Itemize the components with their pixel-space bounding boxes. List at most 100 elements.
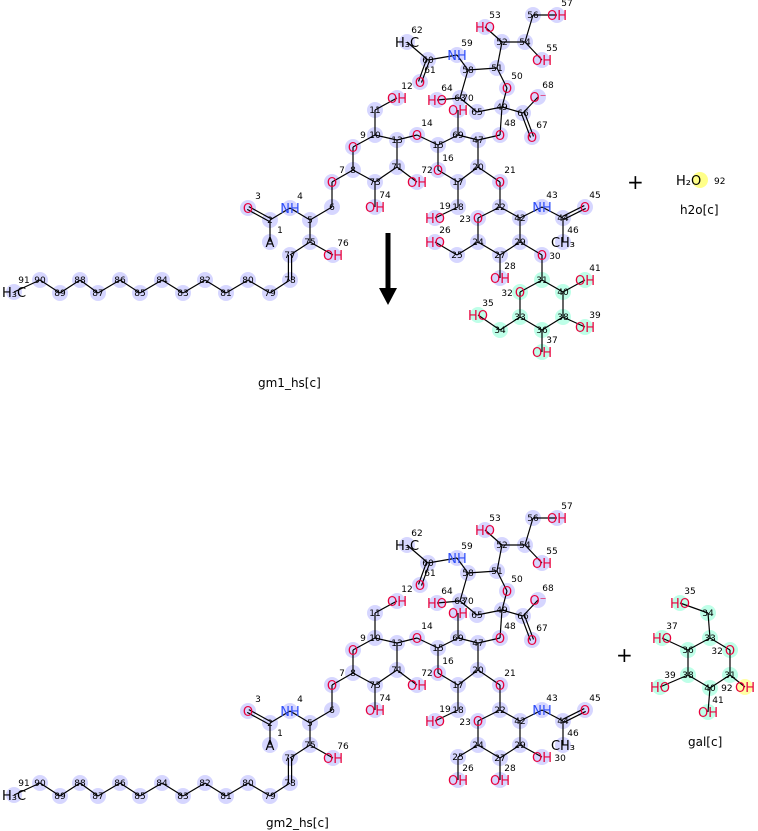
atom-number-44: 44	[557, 214, 569, 224]
bond-40-41	[707, 687, 711, 713]
atom-number-13: 13	[391, 136, 402, 146]
atom-number-63: 63	[454, 597, 465, 607]
atom-number-57: 57	[561, 502, 572, 512]
atom-number-19: 19	[439, 705, 451, 715]
atom-number-48: 48	[504, 622, 516, 632]
bond-58-59	[456, 557, 469, 574]
atom-number-82: 82	[199, 276, 210, 286]
atom-number-83: 83	[177, 792, 188, 802]
atom-number-33: 33	[514, 313, 525, 323]
atom-number-7: 7	[339, 166, 345, 176]
bond-71-72	[396, 166, 418, 183]
bond-42-43	[519, 206, 543, 219]
atom-number-34: 34	[494, 326, 506, 336]
bond-66-67	[523, 615, 535, 640]
atom-number-62: 62	[411, 26, 422, 36]
atom-number-58: 58	[462, 66, 474, 76]
atom-symbol-35: HO	[670, 597, 690, 612]
atom-number-12: 12	[401, 585, 412, 595]
atom-number-8: 8	[350, 166, 356, 176]
bond-82-81	[204, 782, 227, 797]
atom-number-37: 37	[666, 622, 677, 632]
atom-symbol-16: O	[433, 164, 443, 179]
bond-27-29	[499, 744, 521, 759]
arrow-head-icon	[379, 288, 397, 305]
bond-33-34	[499, 316, 521, 331]
atom-symbol-91: H₃C	[2, 286, 26, 301]
atom-number-43: 43	[546, 694, 557, 704]
bond-11-12	[374, 600, 398, 614]
atom-number-18: 18	[452, 203, 464, 213]
bond-4-2	[269, 710, 291, 724]
bond-63-58	[459, 69, 469, 99]
bond-81-80	[225, 279, 249, 294]
atom-number-71: 71	[391, 163, 402, 173]
atom-number-21: 21	[504, 669, 515, 679]
bond-22-23	[477, 206, 501, 219]
atom-number-90: 90	[34, 276, 46, 286]
atom-number-89: 89	[54, 792, 66, 802]
atom-number-59: 59	[461, 542, 473, 552]
atom-number-30: 30	[549, 252, 561, 262]
atom-number-13: 13	[391, 639, 402, 649]
atom-symbol-37: HO	[652, 632, 672, 647]
atom-number-51: 51	[491, 64, 502, 74]
atom-number-52: 52	[496, 541, 507, 551]
atom-number-32: 32	[711, 647, 722, 657]
bond-65-63	[459, 600, 478, 616]
atom-symbol-12: OH	[387, 595, 407, 610]
bond-18-19	[434, 709, 459, 722]
atom-number-81: 81	[220, 792, 231, 802]
atom-number-70: 70	[462, 94, 474, 104]
atom-number-77: 77	[284, 251, 295, 261]
atom-symbol-7: O	[327, 679, 337, 694]
atom-number-45: 45	[589, 191, 600, 201]
atom-number-34: 34	[702, 609, 714, 619]
bond-88-87	[79, 782, 99, 797]
atom-symbol-4: NH	[280, 705, 300, 720]
bond-29-30	[519, 241, 543, 256]
atom-symbol-30: OH	[532, 751, 552, 766]
atom-highlight-67	[524, 632, 540, 648]
atom-number-15: 15	[432, 644, 443, 654]
bond-80-79	[247, 279, 271, 294]
bond-83-82	[182, 279, 206, 294]
atom-symbol-72: OH	[407, 176, 427, 191]
atom-number-1: 1	[277, 729, 283, 739]
atom-number-2: 2	[267, 719, 273, 729]
bond-47-69	[457, 134, 479, 141]
bond-49-65	[476, 609, 503, 616]
bond-48-49	[499, 609, 503, 639]
atom-symbol-45: O	[580, 201, 590, 216]
bond-13-14	[396, 637, 418, 644]
atom-symbol-39: HO	[650, 681, 670, 696]
atom-number-20: 20	[472, 666, 484, 676]
bond-38-39	[659, 674, 689, 688]
atom-number-15: 15	[432, 141, 443, 151]
bond-4-2	[269, 207, 291, 221]
atom-number-64: 64	[441, 587, 453, 597]
bond-51-50	[496, 570, 508, 592]
bond-25-26	[434, 241, 458, 256]
atom-symbol-61: O	[415, 579, 425, 594]
atom-number-36: 36	[536, 326, 548, 336]
atom-symbol-53: HO	[475, 524, 495, 539]
atom-symbol-19: HO	[425, 715, 445, 730]
atom-number-6: 6	[329, 203, 335, 213]
atom-symbol-70: OH	[448, 607, 468, 622]
atom-number-76: 76	[337, 742, 349, 752]
bond-60-61	[417, 59, 428, 82]
bond-89-88	[59, 279, 81, 294]
atom-symbol-9: O	[348, 644, 358, 659]
atom-number-27: 27	[494, 251, 505, 261]
bond-84-83	[161, 782, 184, 797]
atom-number-55: 55	[546, 44, 557, 54]
atom-number-10: 10	[369, 634, 381, 644]
bond-20-21	[477, 166, 501, 183]
bond-63-58	[459, 572, 469, 602]
atom-number-62: 62	[411, 529, 422, 539]
atom-number-50: 50	[511, 575, 523, 585]
bonds	[13, 14, 586, 352]
